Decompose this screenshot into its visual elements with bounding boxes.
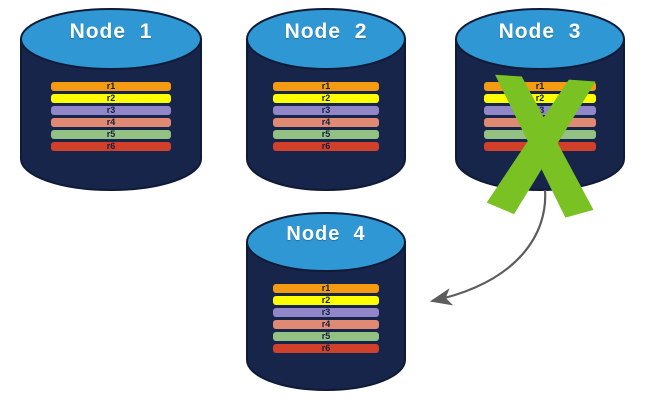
row-list: r1 r2 r3 r4 r5 r6 bbox=[246, 212, 406, 390]
row-bar[interactable]: r1 bbox=[51, 82, 171, 91]
row-label: r2 bbox=[321, 295, 331, 305]
row-bar[interactable]: r2 bbox=[273, 94, 379, 103]
row-label: r1 bbox=[321, 283, 331, 293]
row-bar[interactable]: r2 bbox=[484, 94, 596, 103]
row-label: r4 bbox=[321, 319, 331, 329]
row-label: r4 bbox=[106, 117, 116, 127]
row-bar[interactable]: r4 bbox=[273, 320, 379, 329]
row-bar[interactable]: r1 bbox=[273, 82, 379, 91]
row-bar[interactable]: r3 bbox=[51, 106, 171, 115]
row-label: r6 bbox=[321, 343, 331, 353]
row-label: r1 bbox=[321, 81, 331, 91]
row-label: r2 bbox=[321, 93, 331, 103]
cylinder-top-disc bbox=[246, 212, 406, 272]
cylinder-top-disc bbox=[455, 8, 625, 70]
row-label: r4 bbox=[535, 117, 545, 127]
row-bar[interactable]: r3 bbox=[273, 308, 379, 317]
row-label: r5 bbox=[321, 129, 331, 139]
row-bar[interactable]: r6 bbox=[484, 142, 596, 151]
row-bar[interactable]: r2 bbox=[51, 94, 171, 103]
row-bar[interactable]: r4 bbox=[51, 118, 171, 127]
row-bar[interactable]: r6 bbox=[51, 142, 171, 151]
row-list: r1 r2 r3 r4 r5 r6 bbox=[455, 8, 625, 190]
row-bar[interactable]: r5 bbox=[273, 130, 379, 139]
row-bar[interactable]: r6 bbox=[273, 142, 379, 151]
row-bar[interactable]: r4 bbox=[484, 118, 596, 127]
row-label: r4 bbox=[321, 117, 331, 127]
row-list: r1 r2 r3 r4 r5 r6 bbox=[246, 8, 406, 190]
row-bar[interactable]: r5 bbox=[273, 332, 379, 341]
row-bar[interactable]: r5 bbox=[484, 130, 596, 139]
row-label: r3 bbox=[535, 105, 545, 115]
row-list: r1 r2 r3 r4 r5 r6 bbox=[20, 8, 202, 190]
row-label: r3 bbox=[106, 105, 116, 115]
row-label: r3 bbox=[321, 105, 331, 115]
row-label: r3 bbox=[321, 307, 331, 317]
row-label: r1 bbox=[535, 81, 545, 91]
row-bar[interactable]: r6 bbox=[273, 344, 379, 353]
row-bar[interactable]: r5 bbox=[51, 130, 171, 139]
row-label: r6 bbox=[535, 141, 545, 151]
row-label: r6 bbox=[106, 141, 116, 151]
row-label: r1 bbox=[106, 81, 116, 91]
row-label: r6 bbox=[321, 141, 331, 151]
row-label: r5 bbox=[106, 129, 116, 139]
row-bar[interactable]: r4 bbox=[273, 118, 379, 127]
row-bar[interactable]: r2 bbox=[273, 296, 379, 305]
row-bar[interactable]: r3 bbox=[484, 106, 596, 115]
cylinder-top-disc bbox=[246, 8, 406, 70]
row-label: r5 bbox=[321, 331, 331, 341]
row-label: r2 bbox=[535, 93, 545, 103]
row-bar[interactable]: r1 bbox=[273, 284, 379, 293]
row-bar[interactable]: r3 bbox=[273, 106, 379, 115]
cylinder-top-disc bbox=[20, 8, 202, 70]
row-label: r5 bbox=[535, 129, 545, 139]
row-label: r2 bbox=[106, 93, 116, 103]
row-bar[interactable]: r1 bbox=[484, 82, 596, 91]
